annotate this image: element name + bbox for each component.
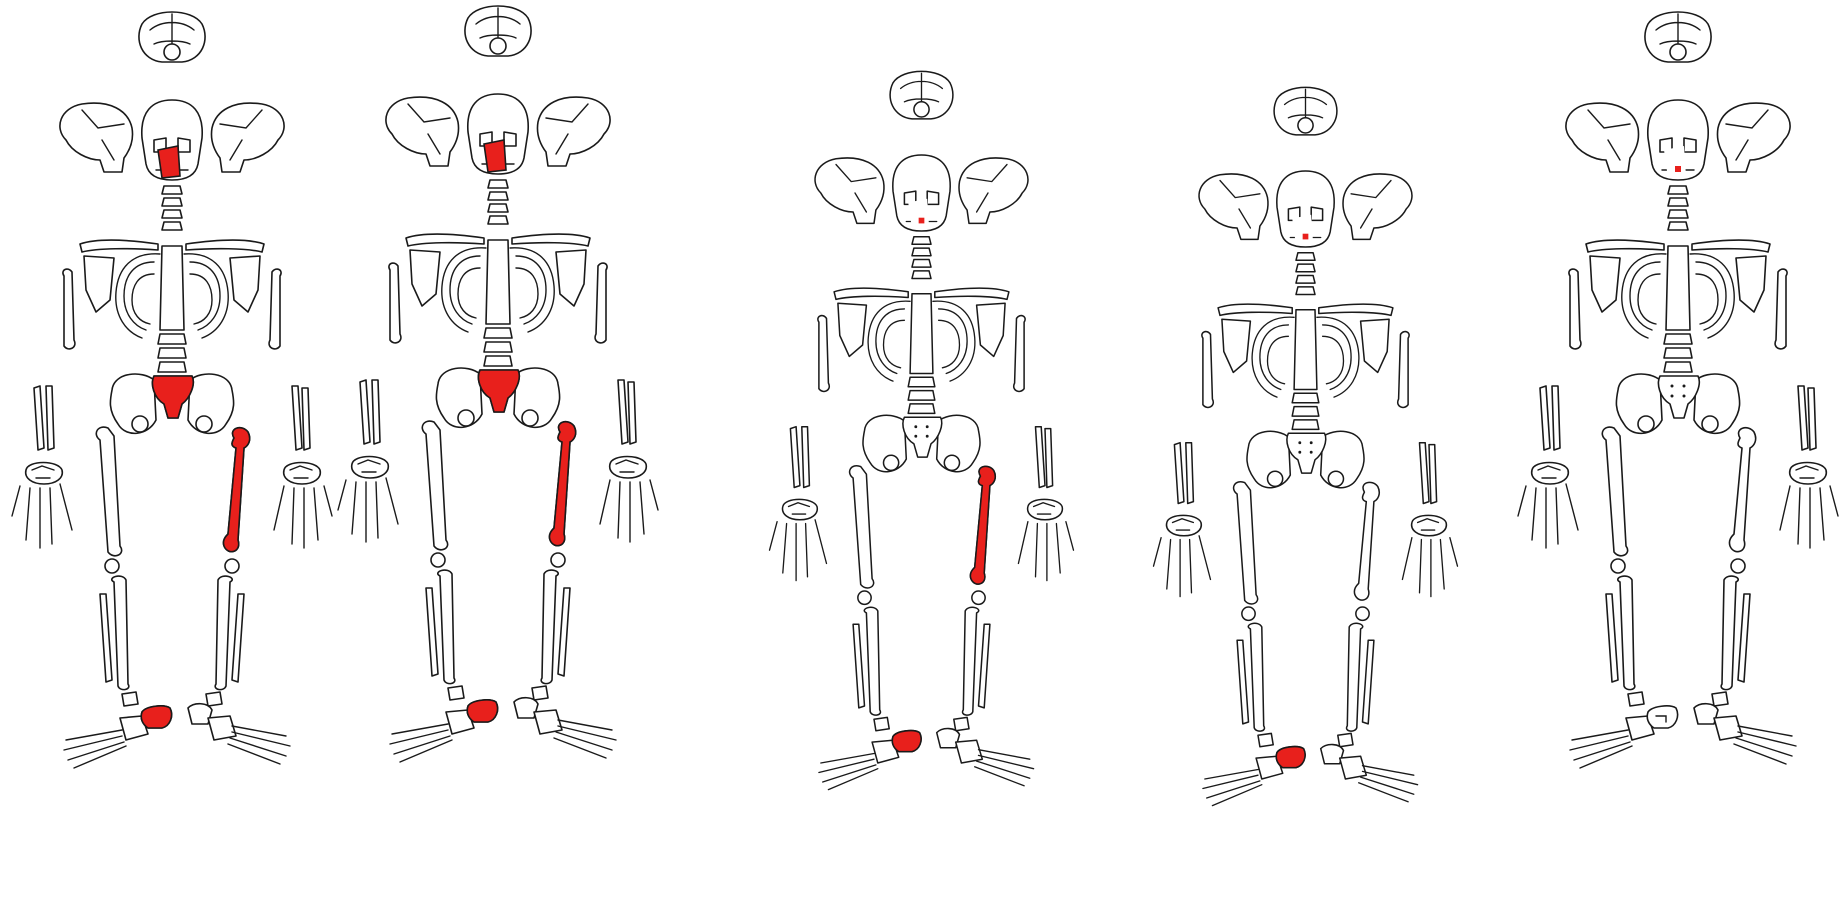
- skeleton-1: [12, 12, 332, 768]
- highlight-calcaneus-1: [141, 706, 171, 728]
- highlight-incisor-4: [1303, 234, 1309, 240]
- highlight-incisor-3: [919, 218, 925, 224]
- highlight-calcaneus-2: [467, 700, 497, 722]
- skeleton-2: [338, 6, 658, 762]
- highlight-maxilla-2: [484, 140, 506, 172]
- highlight-sacrum-1: [152, 376, 193, 418]
- highlight-femur-3: [970, 466, 995, 584]
- skeleton-3: [770, 71, 1074, 789]
- highlight-maxilla-1: [158, 146, 180, 178]
- skeleton-4: [1154, 87, 1458, 805]
- skeleton-5: [1518, 12, 1838, 768]
- highlight-calcaneus-4: [1276, 747, 1305, 768]
- highlight-femur-1: [223, 428, 249, 552]
- highlight-sacrum-2: [478, 370, 519, 412]
- highlight-incisor-5: [1675, 166, 1681, 172]
- highlight-femur-2: [549, 422, 575, 546]
- highlight-calcaneus-3: [892, 731, 921, 752]
